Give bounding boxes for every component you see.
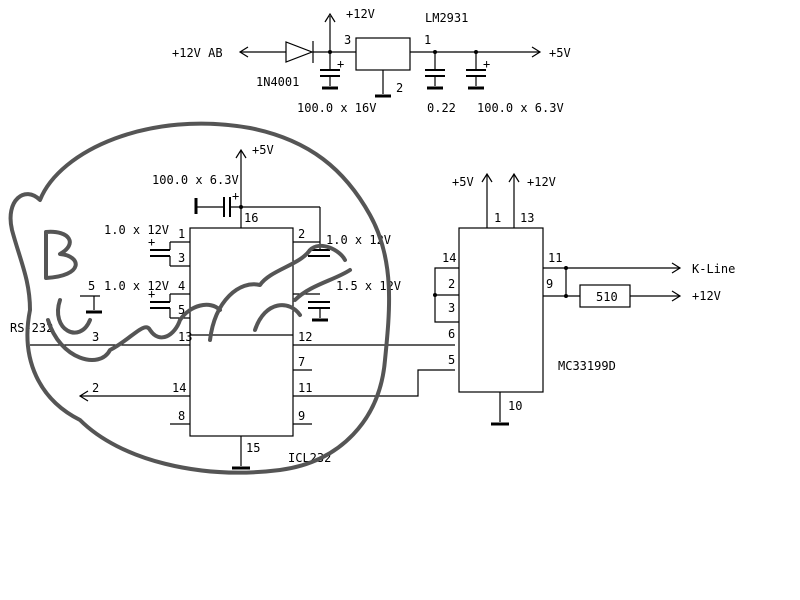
- icl-c2-label: 1.0 x 12V: [104, 279, 169, 293]
- diode-label: 1N4001: [256, 75, 299, 89]
- reg-pin-in: 3: [344, 33, 351, 47]
- reg-in-label: +12V: [346, 7, 375, 21]
- icl-ext-pin2: 2: [92, 381, 99, 395]
- icl-pin14: 14: [172, 381, 186, 395]
- icl-pin4: 4: [178, 279, 185, 293]
- mc33199-box: [458, 227, 544, 393]
- mc-name: MC33199D: [558, 359, 616, 373]
- icl-pin2: 2: [298, 227, 305, 241]
- icl-ext-pin3: 3: [92, 330, 99, 344]
- diode-symbol: [285, 41, 314, 63]
- regulator-section: +12V LM2931 +12V AB 1N4001 3 + 100.0 x 1…: [172, 7, 571, 115]
- icl-name: ICL232: [288, 451, 331, 465]
- mc-pin1: 1: [494, 211, 501, 225]
- reg-cin-label: 100.0 x 16V: [297, 101, 376, 115]
- reg-pin-gnd: 2: [396, 81, 403, 95]
- icl-ext-pin5: 5: [88, 279, 95, 293]
- reg-cout2-plus: +: [483, 57, 490, 71]
- icl-c3-label: 1.0 x 12V: [326, 233, 391, 247]
- mc-supply12-label: +12V: [527, 175, 556, 189]
- icl-pin3a: 3: [178, 251, 185, 265]
- icl-csupply-label: 100.0 x 6.3V: [152, 173, 239, 187]
- icl-pin13: 13: [178, 330, 192, 344]
- reg-cin-plus: +: [337, 57, 344, 71]
- icl-pin16: 16: [244, 211, 258, 225]
- icl-pin12: 12: [298, 330, 312, 344]
- icl-pin8: 8: [178, 409, 185, 423]
- icl-pin9: 9: [298, 409, 305, 423]
- icl-pin5: 5: [178, 303, 185, 317]
- mc-pin2: 2: [448, 277, 455, 291]
- mc-rout-label: +12V: [692, 289, 721, 303]
- reg-cout1-label: 0.22: [427, 101, 456, 115]
- rs232-label: RS-232: [10, 321, 53, 335]
- resistor-label: 510: [596, 290, 618, 304]
- icl232-section: +5V 100.0 x 6.3V + 16 15 ICL232 1 3 4 5 …: [10, 143, 455, 470]
- lm2931-box: [355, 37, 411, 71]
- mc33199-section: +5V +12V 1 13 14 2 3 6 5 11 9 K-Line 510…: [433, 172, 735, 426]
- mc-supply5-label: +5V: [452, 175, 474, 189]
- icl-pin15: 15: [246, 441, 260, 455]
- reg-out-label: +5V: [549, 46, 571, 60]
- icl-supply-label: +5V: [252, 143, 274, 157]
- icl-pin11: 11: [298, 381, 312, 395]
- reg-cout2-label: 100.0 x 6.3V: [477, 101, 564, 115]
- icl-c2-plus: +: [148, 287, 155, 301]
- reg-ab-label: +12V AB: [172, 46, 223, 60]
- mc-pin11: 11: [548, 251, 562, 265]
- icl-c1-label: 1.0 x 12V: [104, 223, 169, 237]
- icl-pin1: 1: [178, 227, 185, 241]
- icl-csupply-plus: +: [232, 189, 239, 203]
- kline-label: K-Line: [692, 262, 735, 276]
- icl-c1-plus: +: [148, 235, 155, 249]
- icl-c4-label: 1.5 x 12V: [336, 279, 401, 293]
- mc-pin6: 6: [448, 327, 455, 341]
- mc-pin9: 9: [546, 277, 553, 291]
- mc-pin13: 13: [520, 211, 534, 225]
- handwritten-annotation: [8, 121, 392, 475]
- mc-pin3: 3: [448, 301, 455, 315]
- mc-pin14: 14: [442, 251, 456, 265]
- mc-pin5: 5: [448, 353, 455, 367]
- icl-pin7: 7: [298, 355, 305, 369]
- mc-pin10: 10: [508, 399, 522, 413]
- reg-chip-name: LM2931: [425, 11, 468, 25]
- icl232-box: [189, 227, 294, 437]
- reg-pin-out: 1: [424, 33, 431, 47]
